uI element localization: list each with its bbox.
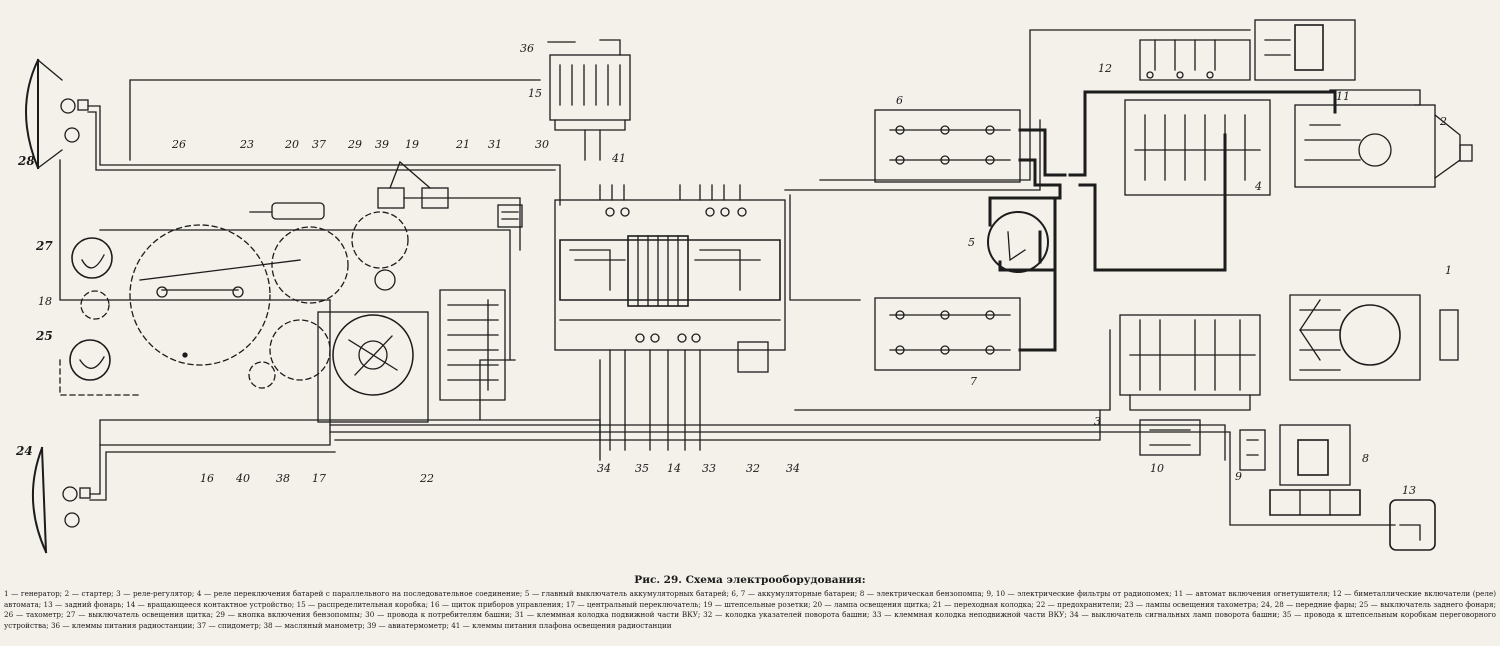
- label-20: 20: [284, 138, 299, 151]
- label-29: 29: [347, 138, 362, 151]
- figure-caption: Рис. 29. Схема электрооборудования: 1 — …: [0, 574, 1500, 646]
- instrument-panel-16: [59, 211, 409, 396]
- label-40: 40: [235, 472, 250, 485]
- battery-main-switch-5: [987, 211, 1049, 273]
- label-41: 41: [611, 152, 626, 165]
- label-27: 27: [35, 239, 53, 253]
- generator-1: [1289, 294, 1459, 381]
- harness-wires: [59, 29, 1421, 526]
- label-24: 24: [15, 444, 33, 458]
- label-34b: 34: [786, 462, 800, 475]
- battery-cables: [988, 90, 1337, 352]
- label-34a: 34: [597, 462, 611, 475]
- label-21: 21: [455, 138, 470, 151]
- label-30: 30: [535, 138, 549, 151]
- filter-10: [1139, 419, 1201, 456]
- label-9: 9: [1235, 470, 1242, 483]
- fuel-pump-8: [1269, 424, 1361, 516]
- label-3: 3: [1094, 415, 1101, 428]
- label-28: 28: [17, 154, 35, 168]
- fuse-block-22: [439, 289, 506, 401]
- label-7: 7: [970, 375, 977, 388]
- panel-lamp-20: [249, 202, 325, 220]
- central-switch-17: [317, 269, 429, 423]
- bimetal-relays-12: [1139, 39, 1251, 81]
- label-35: 35: [635, 462, 649, 475]
- battery-7: [874, 297, 1021, 371]
- label-4: 4: [1254, 180, 1262, 193]
- label-26: 26: [171, 138, 186, 151]
- label-2: 2: [1439, 115, 1447, 128]
- component-labels: 28 26 23 20 37 29 39 19 21 31 30 41 36 1…: [15, 42, 1452, 497]
- headlight-28: [25, 58, 89, 170]
- label-32: 32: [746, 462, 760, 475]
- label-37: 37: [312, 138, 326, 151]
- label-38: 38: [276, 472, 290, 485]
- label-12: 12: [1098, 62, 1112, 75]
- wiring-schematic: 28 26 23 20 37 29 39 19 21 31 30 41 36 1…: [15, 19, 1473, 554]
- label-15: 15: [528, 87, 542, 100]
- label-25: 25: [35, 329, 53, 343]
- headlight-24: [31, 446, 91, 554]
- caption-title: Рис. 29. Схема электрооборудования:: [634, 574, 866, 586]
- label-18: 18: [38, 295, 52, 308]
- label-8: 8: [1362, 452, 1369, 465]
- label-31: 31: [488, 138, 502, 151]
- tail-light-switch-25: [69, 339, 111, 381]
- battery-relay-4: [1124, 99, 1271, 196]
- label-39: 39: [375, 138, 389, 151]
- label-33: 33: [702, 462, 716, 475]
- fire-extinguisher-automatic-11: [1254, 19, 1356, 81]
- tachometer-wiring: [139, 259, 301, 358]
- label-22: 22: [419, 472, 434, 485]
- label-17: 17: [312, 472, 326, 485]
- sockets-19: [377, 160, 521, 251]
- label-16: 16: [200, 472, 214, 485]
- label-19: 19: [405, 138, 419, 151]
- battery-6: [874, 109, 1021, 183]
- label-10: 10: [1150, 462, 1164, 475]
- label-23: 23: [239, 138, 254, 151]
- label-6: 6: [896, 94, 903, 107]
- filter-9: [1239, 429, 1266, 471]
- panel-light-switch-27: [71, 237, 113, 279]
- label-14: 14: [667, 462, 681, 475]
- label-1: 1: [1445, 264, 1452, 277]
- caption-legend-text: 1 — генератор; 2 — стартер; 3 — реле-рег…: [4, 589, 1496, 630]
- adapter-block-21: [497, 204, 523, 228]
- label-11: 11: [1336, 90, 1350, 103]
- starter-2: [1294, 104, 1473, 188]
- distribution-box-15: [547, 39, 631, 161]
- tail-light-13: [1389, 499, 1436, 551]
- rotating-contact-device-14: [554, 184, 786, 451]
- label-13: 13: [1402, 484, 1416, 497]
- label-5: 5: [968, 236, 975, 249]
- label-36: 36: [520, 42, 534, 55]
- regulator-relay-3: [1119, 314, 1261, 411]
